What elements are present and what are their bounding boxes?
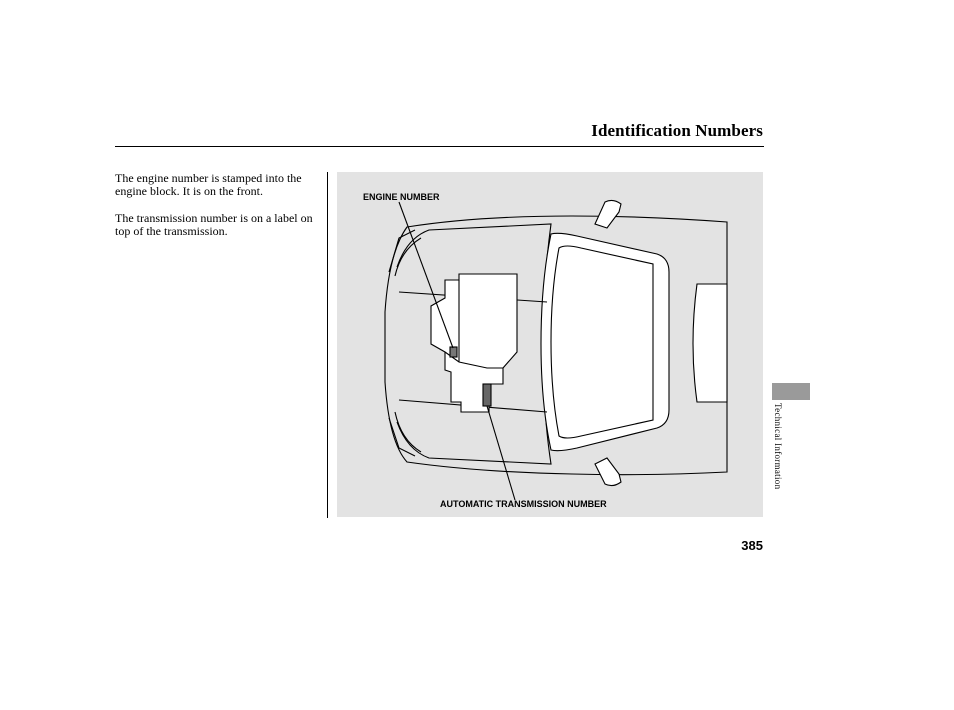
page-number: 385 [741, 538, 763, 553]
column-divider [327, 172, 328, 518]
section-tab [772, 383, 810, 400]
section-side-label-text: Technical Information [773, 403, 783, 490]
engine-number-label: ENGINE NUMBER [363, 192, 440, 202]
page-title: Identification Numbers [591, 121, 763, 140]
engine-number-paragraph: The engine number is stamped into the en… [115, 171, 302, 198]
section-side-label: Technical Information [773, 403, 787, 513]
car-top-view-drawing [384, 199, 728, 501]
engine-bay-illustration: ENGINE NUMBER AUTOMATIC TRANSMISSION NUM… [337, 172, 763, 517]
transmission-number-label: AUTOMATIC TRANSMISSION NUMBER [440, 499, 607, 509]
transmission-number-paragraph: The transmission number is on a label on… [115, 211, 313, 238]
title-rule [115, 146, 764, 147]
